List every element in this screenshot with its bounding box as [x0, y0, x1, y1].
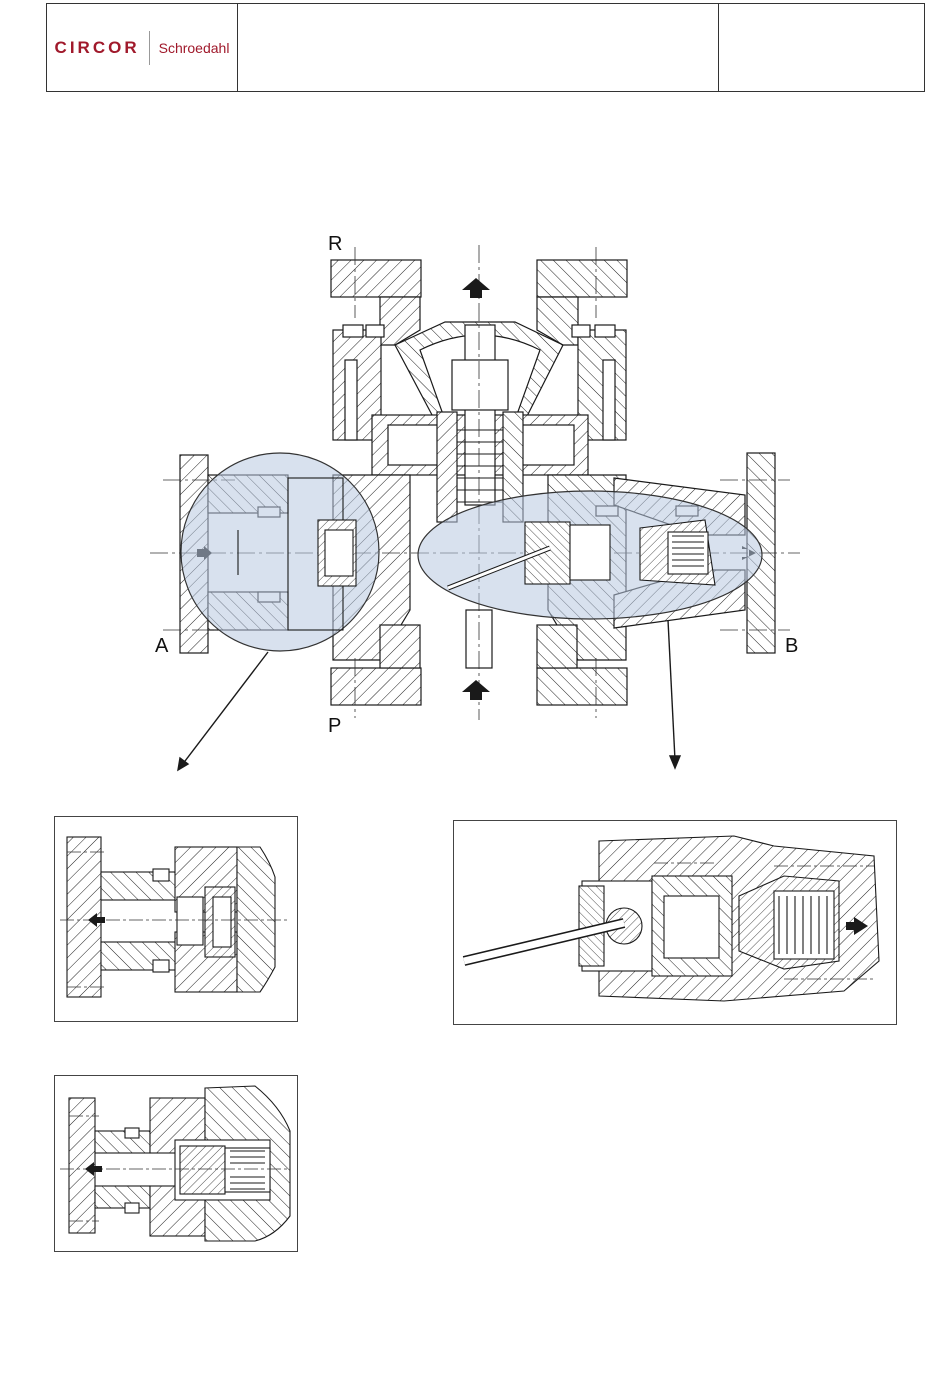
port-label-a: A — [155, 635, 169, 657]
port-label-b: B — [785, 635, 798, 657]
detail-drawing-b — [454, 821, 896, 1024]
detail-drawing-a2 — [55, 1076, 297, 1251]
detail-drawing-a1 — [55, 817, 297, 1021]
detail-box-a-variant-1 — [54, 816, 298, 1022]
detail-box-b — [453, 820, 897, 1025]
port-label-p: P — [328, 715, 341, 737]
detail-box-a-variant-2 — [54, 1075, 298, 1252]
port-label-r: R — [328, 233, 342, 255]
